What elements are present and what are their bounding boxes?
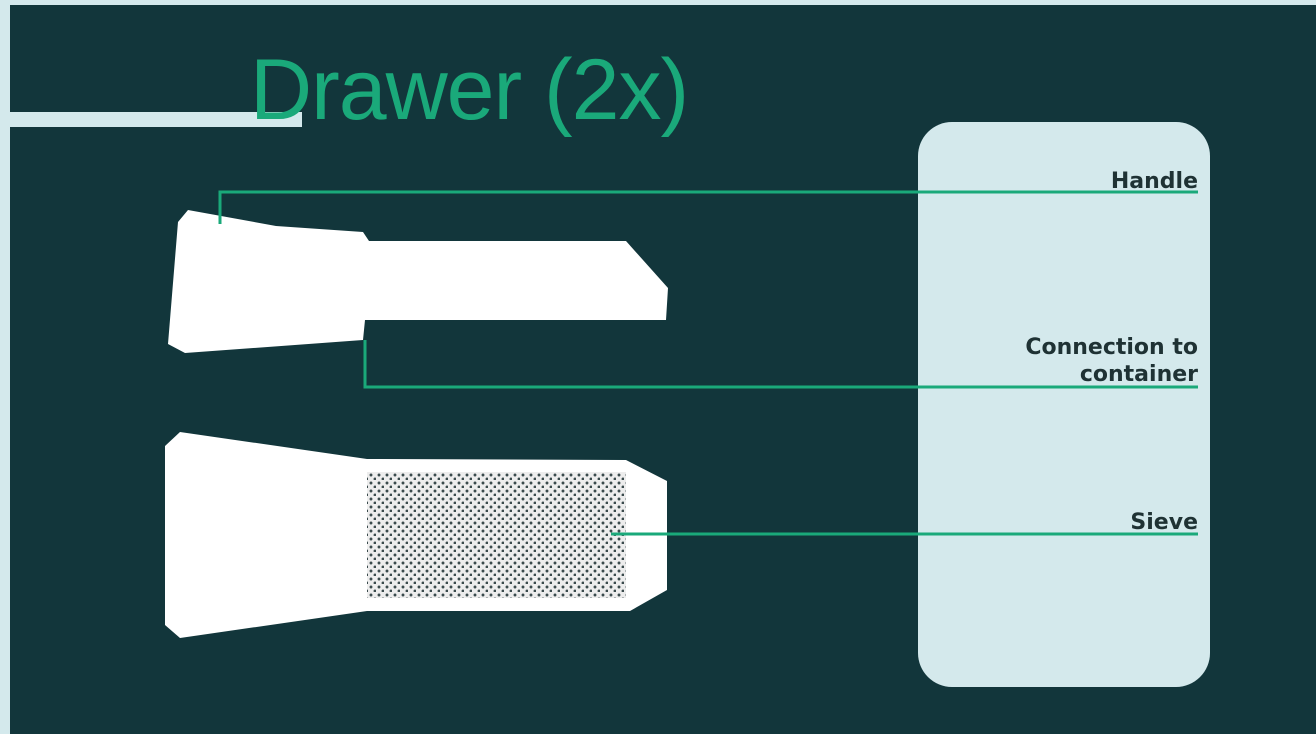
drawer-top-view: [165, 432, 667, 638]
callout-line-connection: [363, 340, 1198, 389]
label-sieve: Sieve: [1130, 510, 1198, 535]
callout-line-handle: [218, 190, 1198, 224]
label-connection-to-container: Connection to container: [1025, 335, 1198, 387]
sieve-mesh: [367, 472, 626, 598]
label-handle: Handle: [1110, 169, 1198, 194]
label-panel: [918, 122, 1210, 687]
drawer-side-view: [168, 210, 668, 353]
title-accent-bar: [10, 112, 302, 127]
diagram-title: Drawer (2x): [250, 42, 689, 138]
